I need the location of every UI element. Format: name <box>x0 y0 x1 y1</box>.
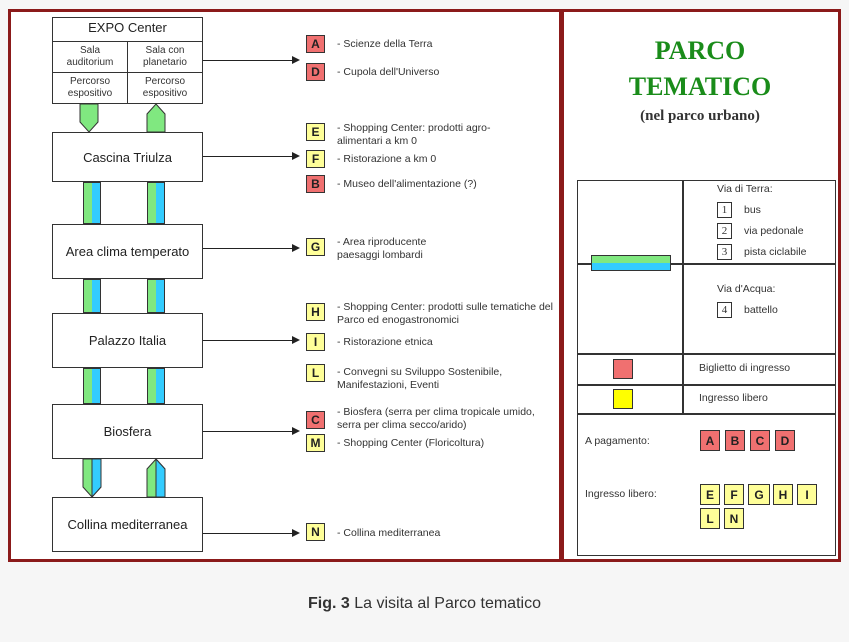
item-desc: - Shopping Center: prodotti agro-aliment… <box>337 122 491 147</box>
item-desc: - Ristorazione etnica <box>337 336 433 348</box>
route-pipe <box>83 368 101 404</box>
percorso-espositivo-2: Percorso espositivo <box>127 72 203 104</box>
item-desc: - Shopping Center (Floricoltura) <box>337 437 485 449</box>
figure-caption: Fig. 3 La visita al Parco tematico <box>308 595 541 612</box>
item-desc: - Cupola dell'Universo <box>337 66 440 78</box>
item-desc: - Biosfera (serra per clima tropicale um… <box>337 406 535 431</box>
arrow <box>203 244 300 252</box>
free-L: L <box>700 508 720 529</box>
paid-D: D <box>775 430 795 451</box>
free-E: E <box>700 484 720 505</box>
letter-I: I <box>306 333 325 351</box>
free-G: G <box>748 484 770 505</box>
item-desc: - Museo dell'alimentazione (?) <box>337 178 477 190</box>
arrow <box>203 152 300 160</box>
letter-L: L <box>306 364 325 382</box>
route-swatch <box>591 255 671 271</box>
letter-M: M <box>306 434 325 452</box>
item-desc: - Shopping Center: prodotti sulle temati… <box>337 301 553 326</box>
letter-G: G <box>306 238 325 256</box>
letter-F: F <box>306 150 325 168</box>
up-arrow-pipe <box>146 459 166 497</box>
paid-B: B <box>725 430 745 451</box>
arrow <box>203 529 300 537</box>
paid-C: C <box>750 430 770 451</box>
free-I: I <box>797 484 817 505</box>
paid-list-label: A pagamento: <box>585 435 650 447</box>
station-area-clima-temperato: Area clima temperato <box>52 224 203 279</box>
item-desc: - Convegni su Sviluppo Sostenibile, Mani… <box>337 366 503 391</box>
letter-C: C <box>306 411 325 429</box>
free-F: F <box>724 484 744 505</box>
paid-A: A <box>700 430 720 451</box>
expo-title: EXPO Center <box>88 20 167 35</box>
route-pipe <box>83 182 101 224</box>
route-pipe <box>147 182 165 224</box>
letter-B: B <box>306 175 325 193</box>
down-arrow-pipe <box>82 459 102 497</box>
item-desc: - Ristorazione a km 0 <box>337 153 437 165</box>
route-pipe <box>147 368 165 404</box>
arrow <box>203 427 300 435</box>
free-H: H <box>773 484 793 505</box>
land-label: Via di Terra: <box>717 183 773 195</box>
item-desc: - Scienze della Terra <box>337 38 433 50</box>
route-pipe <box>83 279 101 313</box>
paid-swatch <box>613 359 633 379</box>
down-arrow-connector <box>79 104 99 132</box>
up-arrow-connector <box>146 104 166 132</box>
arrow <box>203 336 300 344</box>
title-parco: PARCO <box>654 36 746 65</box>
title-subtitle: (nel parco urbano) <box>640 108 760 124</box>
letter-A: A <box>306 35 325 53</box>
item-desc: - Collina mediterranea <box>337 527 441 539</box>
letter-D: D <box>306 63 325 81</box>
station-cascina-triulza: Cascina Triulza <box>52 132 203 182</box>
letter-E: E <box>306 123 325 141</box>
water-label: Via d'Acqua: <box>717 283 776 295</box>
route-pipe <box>147 279 165 313</box>
sala-planetario: Sala con planetario <box>127 41 203 73</box>
arrow <box>203 56 300 64</box>
free-N: N <box>724 508 744 529</box>
letter-H: H <box>306 303 325 321</box>
letter-N: N <box>306 523 325 541</box>
station-collina-mediterranea: Collina mediterranea <box>52 497 203 552</box>
station-palazzo-italia: Palazzo Italia <box>52 313 203 368</box>
station-biosfera: Biosfera <box>52 404 203 459</box>
free-list-label: Ingresso libero: <box>585 488 657 500</box>
title-tematico: TEMATICO <box>628 72 772 101</box>
free-swatch <box>613 389 633 409</box>
ticket-label: Biglietto di ingresso <box>699 362 791 374</box>
sala-auditorium: Sala auditorium <box>52 41 128 73</box>
percorso-espositivo-1: Percorso espositivo <box>52 72 128 104</box>
item-desc: - Area riproducente paesaggi lombardi <box>337 236 427 261</box>
free-label: Ingresso libero <box>699 392 768 404</box>
